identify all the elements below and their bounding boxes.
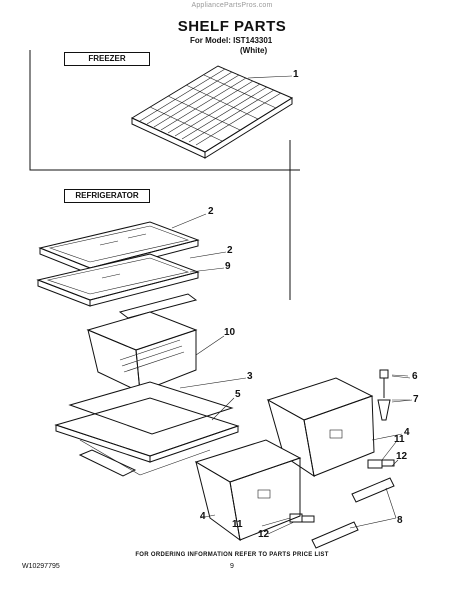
model-line: For Model: IST143301 [190, 36, 273, 45]
document-number: W10297795 [22, 563, 60, 570]
callout-3: 3 [247, 371, 253, 382]
callout-4-right: 4 [404, 427, 410, 438]
callout-7: 7 [413, 394, 419, 405]
crisper-cover-glass-and-frame [54, 381, 240, 477]
leader-lines [171, 75, 413, 535]
callout-12-right: 12 [396, 451, 408, 462]
callout-9: 9 [225, 261, 231, 272]
page-number: 9 [230, 563, 234, 570]
crisper-pan [86, 311, 198, 393]
callout-8: 8 [397, 515, 403, 526]
drawer-slides-and-clips [289, 459, 395, 523]
crisper-drawer-right [266, 377, 375, 478]
callout-1: 1 [293, 69, 299, 80]
callout-2-lower: 2 [227, 245, 233, 256]
callout-11-left: 11 [232, 519, 243, 530]
callout-6: 6 [412, 371, 418, 382]
section-divider-lines [29, 50, 300, 300]
crisper-drawer-left [194, 439, 302, 542]
lamp-socket-and-bulb [377, 369, 410, 421]
drawer-rods [311, 477, 395, 549]
callout-2-upper: 2 [208, 206, 214, 217]
page-title: SHELF PARTS [177, 18, 287, 35]
glass-shelf-lower-with-frame [36, 253, 200, 319]
callout-4-left: 4 [200, 511, 206, 522]
color-line: (White) [240, 46, 268, 55]
watermark: AppliancePartsPros.com [191, 2, 273, 9]
ordering-info-note: FOR ORDERING INFORMATION REFER TO PARTS … [135, 552, 329, 558]
callout-11-right: 11 [394, 434, 405, 445]
freezer-wire-shelf [130, 65, 294, 159]
callout-10: 10 [224, 327, 236, 338]
section-label-refrigerator: REFRIGERATOR [64, 189, 150, 203]
section-label-freezer: FREEZER [64, 52, 150, 66]
callout-5: 5 [235, 389, 241, 400]
callout-12-left: 12 [258, 529, 270, 540]
